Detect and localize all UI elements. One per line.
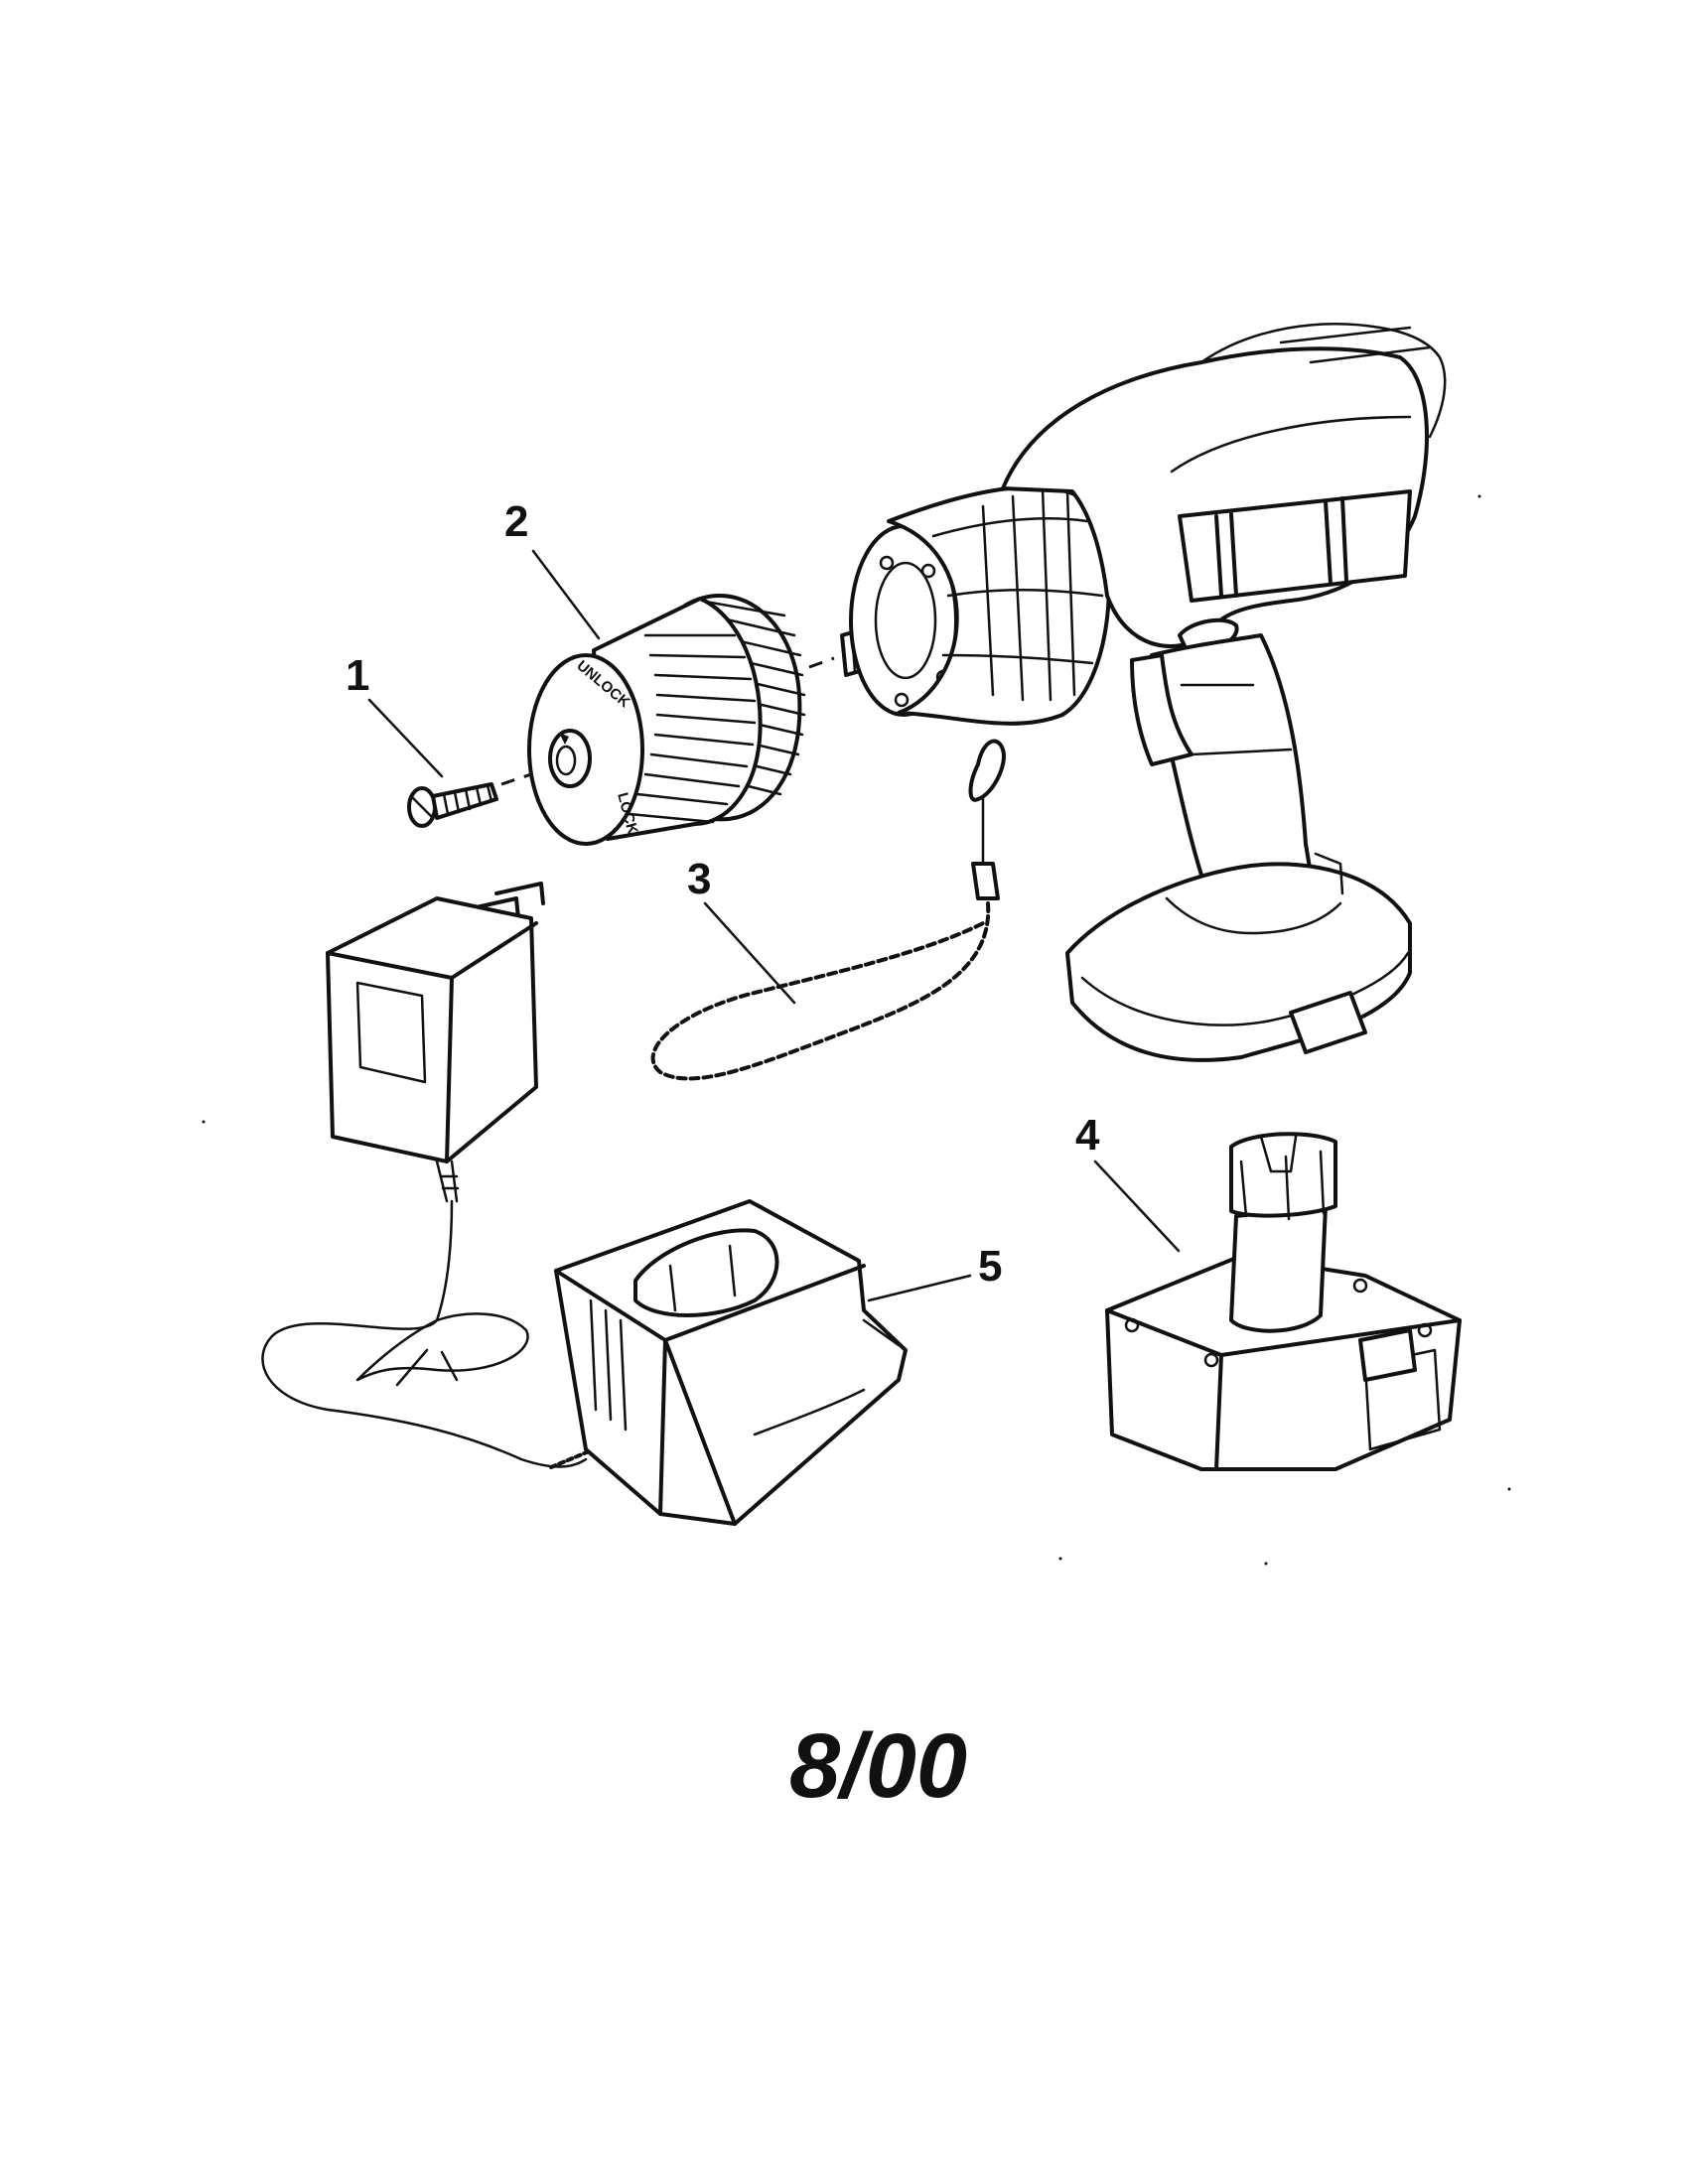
part-keyless-chuck: UNLOCK LOCK [527, 594, 806, 846]
scan-specks [202, 494, 1511, 1566]
part-battery-pack [1105, 1132, 1462, 1471]
leader-2 [531, 549, 601, 640]
leader-4 [1093, 1160, 1181, 1253]
leader-lines [367, 549, 1181, 1302]
callout-3: 3 [687, 855, 711, 903]
part-drill-body: 6 4 2 [840, 323, 1447, 1062]
part-screw [407, 782, 498, 828]
callout-4: 4 [1075, 1111, 1100, 1160]
callout-1: 1 [346, 651, 369, 700]
callout-5: 5 [978, 1242, 1002, 1291]
assembly-line-screw-to-chuck [500, 767, 547, 786]
leader-1 [367, 698, 444, 778]
callout-2: 2 [504, 497, 528, 546]
part-charger [554, 1199, 908, 1526]
revision-date: 8/00 [789, 1715, 967, 1817]
part-wrist-lanyard [650, 739, 1006, 1081]
assembly-line-chuck-to-drill [808, 656, 835, 669]
leader-3 [703, 901, 796, 1005]
leader-5 [867, 1274, 972, 1302]
part-wall-adapter [261, 882, 608, 1469]
